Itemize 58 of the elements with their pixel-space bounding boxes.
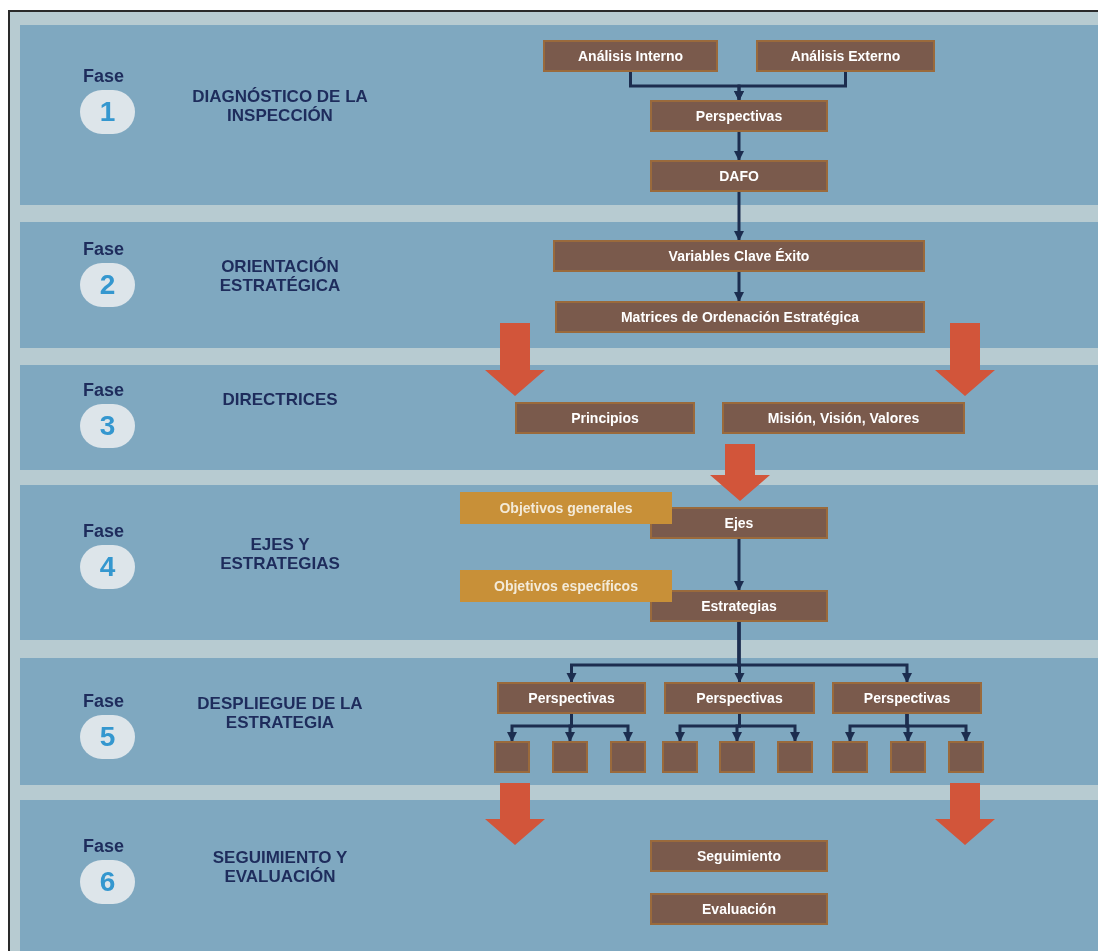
arrow — [733, 132, 745, 162]
phase-band — [20, 222, 1098, 348]
block-arrow — [935, 323, 995, 396]
process-box: Evaluación — [650, 893, 828, 925]
phase-label: Fase — [83, 836, 125, 856]
phase-label: Fase — [83, 66, 125, 86]
phase-band — [20, 800, 1098, 951]
empty-box — [662, 741, 698, 773]
phase-title: DESPLIEGUE DE LA ESTRATEGIA — [196, 693, 364, 732]
process-box: Análisis Externo — [756, 40, 935, 72]
process-box: Análisis Interno — [543, 40, 718, 72]
arrow — [905, 714, 972, 743]
arrow — [733, 539, 745, 592]
phase-title: DIRECTRICES — [221, 389, 339, 409]
phase-band — [20, 365, 1098, 470]
phase-label: Fase — [83, 521, 125, 541]
objective-tag: Objetivos generales — [460, 492, 672, 524]
phase-band — [20, 485, 1098, 640]
process-box: Variables Clave Éxito — [553, 240, 925, 272]
arrow — [733, 192, 745, 242]
empty-box — [552, 741, 588, 773]
process-box: Seguimiento — [650, 840, 828, 872]
process-box: DAFO — [650, 160, 828, 192]
phase-title: ORIENTACIÓN ESTRATÉGICA — [218, 257, 342, 295]
process-box: Perspectivas — [832, 682, 982, 714]
process-box: Estrategias — [650, 590, 828, 622]
phase-band — [20, 25, 1098, 205]
phase-label: Fase — [83, 239, 125, 259]
process-box: Ejes — [650, 507, 828, 539]
process-box: Perspectivas — [664, 682, 815, 714]
process-box: Perspectivas — [497, 682, 646, 714]
arrow — [733, 72, 847, 102]
empty-box — [610, 741, 646, 773]
empty-box — [890, 741, 926, 773]
process-box: Matrices de Ordenación Estratégica — [555, 301, 925, 333]
arrow — [738, 714, 801, 743]
empty-box — [777, 741, 813, 773]
process-box: Principios — [515, 402, 695, 434]
empty-box — [948, 741, 984, 773]
phase-label: Fase — [83, 691, 125, 711]
block-arrow — [485, 783, 545, 845]
phase-title: SEGUIMIENTO Y EVALUACIÓN — [211, 847, 349, 886]
arrow — [737, 622, 913, 684]
empty-box — [719, 741, 755, 773]
empty-box — [494, 741, 530, 773]
empty-box — [832, 741, 868, 773]
block-arrow — [485, 323, 545, 396]
block-arrow — [935, 783, 995, 845]
block-arrow — [710, 444, 770, 501]
phase-label: Fase — [83, 380, 125, 400]
arrow — [570, 714, 634, 743]
process-box: Perspectivas — [650, 100, 828, 132]
process-box: Misión, Visión, Valores — [722, 402, 965, 434]
objective-tag: Objetivos específicos — [460, 570, 672, 602]
arrow — [733, 272, 745, 303]
phase-title: EJES Y ESTRATEGIAS — [219, 534, 341, 573]
phase-band — [20, 658, 1098, 785]
phase-title: DIAGNÓSTICO DE LA INSPECCIÓN — [191, 87, 369, 125]
